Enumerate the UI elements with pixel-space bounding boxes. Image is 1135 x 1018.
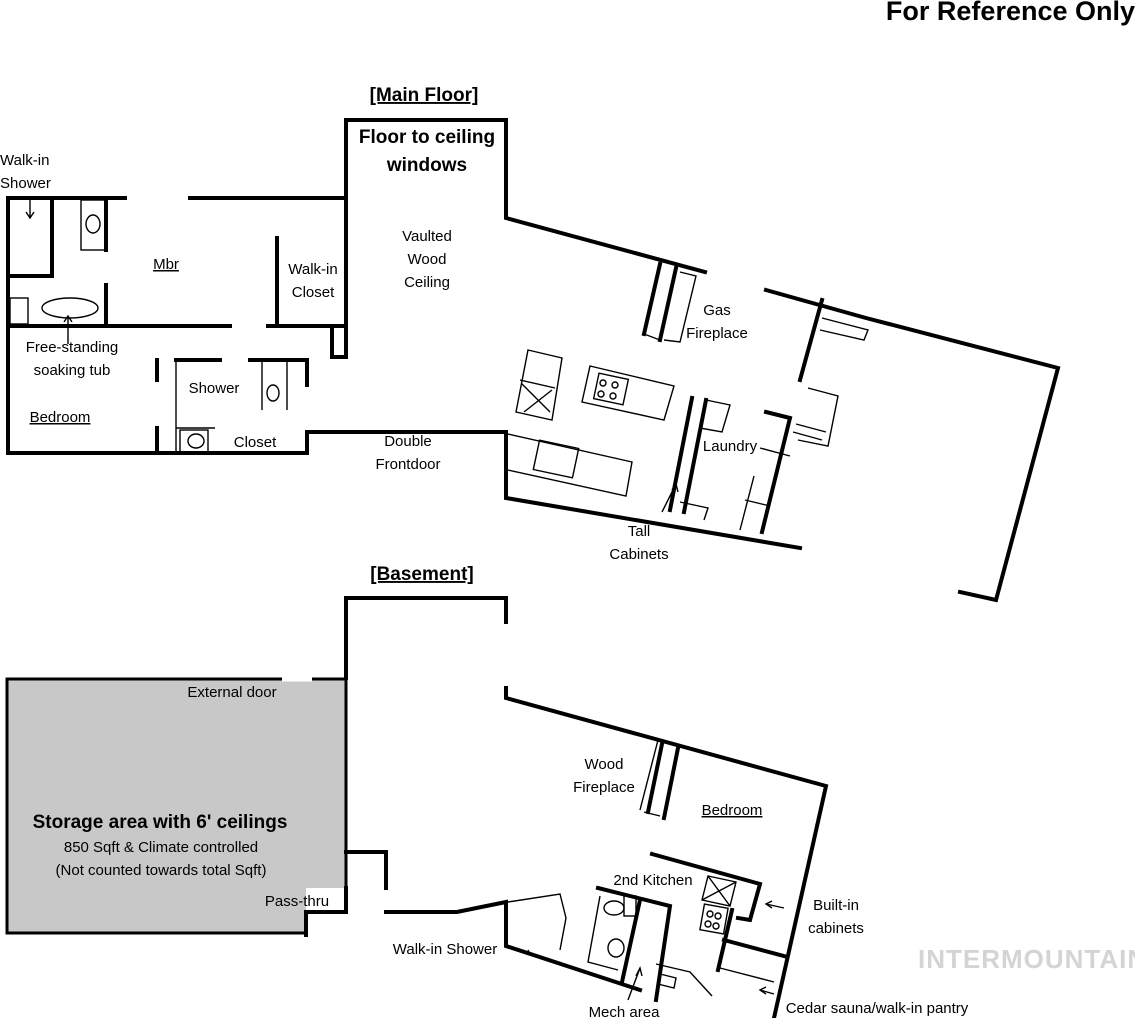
- windows-label: Floor to ceiling: [359, 127, 495, 148]
- storage-label: Storage area with 6' ceilings: [33, 812, 288, 833]
- walk-in-closet-label-2: Closet: [292, 284, 335, 301]
- vaulted-label-2: Wood: [408, 251, 447, 268]
- mbr-label: Mbr: [153, 256, 179, 273]
- bedroom-label: Bedroom: [30, 409, 91, 426]
- walk-in-shower-label: Walk-in: [0, 152, 49, 169]
- wood-fireplace-label-2: Fireplace: [573, 779, 635, 796]
- basement-shower-label: Walk-in Shower: [393, 941, 497, 958]
- windows-label-2: windows: [386, 155, 467, 176]
- arrow: [25, 196, 35, 220]
- main-floor-title: [Main Floor]: [370, 85, 479, 106]
- built-in-label: Built-in: [813, 897, 859, 914]
- reference-note: For Reference Only: [886, 0, 1135, 26]
- second-kitchen-label: 2nd Kitchen: [613, 872, 692, 889]
- shower-label: Shower: [189, 380, 240, 397]
- tub-label-2: soaking tub: [34, 362, 111, 379]
- soaking-tub: [41, 297, 99, 319]
- tub-label: Free-standing: [26, 339, 119, 356]
- built-in-label-2: cabinets: [808, 920, 864, 937]
- tall-cabinets-label-2: Cabinets: [609, 546, 668, 563]
- tall-cabinets-label: Tall: [628, 523, 651, 540]
- storage-label-3: (Not counted towards total Sqft): [56, 862, 267, 879]
- gas-fireplace-label: Gas: [703, 302, 731, 319]
- mech-area-label: Mech area: [589, 1004, 661, 1018]
- laundry-label: Laundry: [703, 438, 758, 455]
- basement-plan: [5, 596, 829, 1018]
- gas-fireplace-label-2: Fireplace: [686, 325, 748, 342]
- main-floor-plan: [6, 118, 1061, 603]
- front-door-label: Double: [384, 433, 432, 450]
- wood-fireplace-label: Wood: [585, 756, 624, 773]
- front-door-label-2: Frontdoor: [375, 456, 440, 473]
- sauna-label: Cedar sauna/walk-in pantry: [786, 1000, 969, 1017]
- closet-label: Closet: [234, 434, 277, 451]
- storage-area: [5, 677, 348, 935]
- vaulted-label-3: Ceiling: [404, 274, 450, 291]
- toilet: [9, 297, 29, 325]
- pass-thru-label: Pass-thru: [265, 893, 329, 910]
- walk-in-shower-label-2: Shower: [0, 175, 51, 192]
- basement-title: [Basement]: [370, 564, 473, 585]
- vaulted-label: Vaulted: [402, 228, 452, 245]
- watermark: INTERMOUNTAIN: [918, 944, 1135, 974]
- walk-in-closet-label: Walk-in: [288, 261, 337, 278]
- external-door-label: External door: [187, 684, 276, 701]
- vanity: [80, 199, 106, 251]
- basement-bedroom-label: Bedroom: [702, 802, 763, 819]
- storage-label-2: 850 Sqft & Climate controlled: [64, 839, 258, 856]
